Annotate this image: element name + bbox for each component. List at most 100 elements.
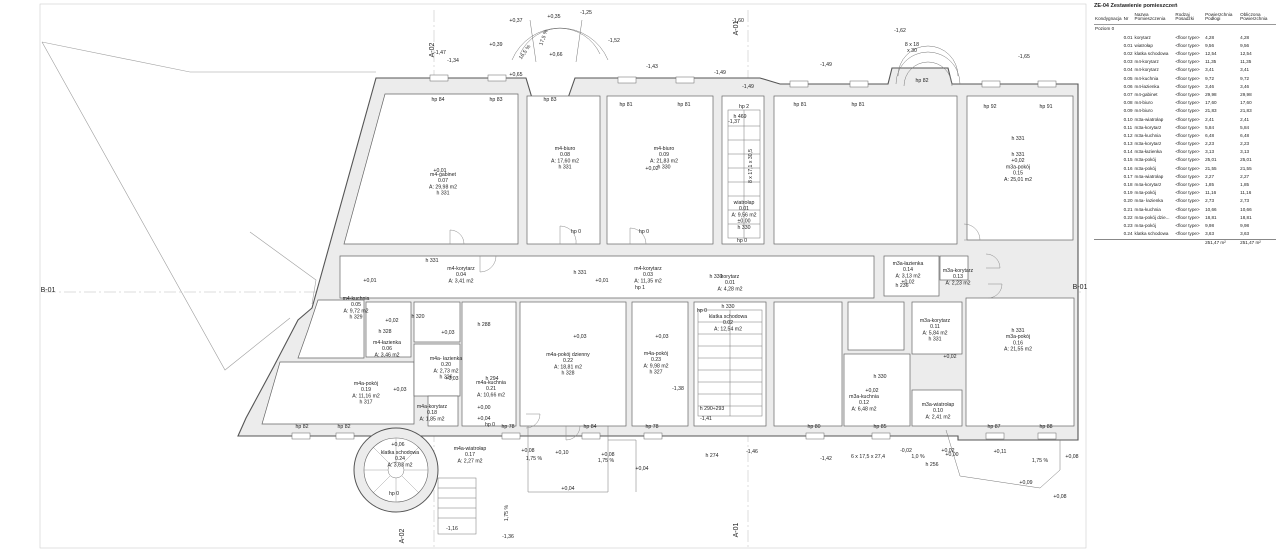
level-label: -1,43 (646, 64, 658, 70)
level-label: +0,10 (555, 450, 568, 456)
schedule-cell: 21,55 (1205, 165, 1217, 171)
schedule-cell: 5,84 (1240, 124, 1250, 130)
schedule-cell: 29,98 (1240, 91, 1252, 97)
schedule-cell (1133, 238, 1175, 248)
schedule-cell: 18,81 (1205, 214, 1217, 220)
schedule-cell: 10,66 (1240, 206, 1252, 212)
schedule-cell (1094, 149, 1123, 157)
axis-label: B-01 (41, 287, 56, 294)
door-swings (449, 223, 1003, 441)
room-label-line: +0,02 (1011, 158, 1024, 164)
room-label-line: h 326 (440, 375, 453, 381)
schedule-cell (1094, 132, 1123, 140)
window-marker (871, 432, 891, 440)
window-height-label: hp 84 (584, 424, 597, 430)
axis-label: A-01 (733, 523, 740, 538)
schedule-cell: <floor type> (1175, 132, 1200, 138)
schedule-cell (1094, 116, 1123, 124)
room-label-line: A: 4,28 m2 (717, 286, 742, 292)
level-label: -1,25 (580, 10, 592, 16)
schedule-cell: <floor type> (1175, 51, 1200, 57)
room-label-line: 0.19 (361, 387, 371, 393)
room-label-line: m4-gabinet (430, 172, 457, 178)
room-label-line: m3a-łazienka (893, 261, 924, 267)
schedule-cell: 9,98 (1205, 222, 1215, 228)
room-label-line: 0.08 (560, 152, 570, 158)
schedule-cell: 0.21 (1123, 206, 1133, 212)
room-label-line: m4a-pokój (644, 351, 668, 357)
room-label-line: m4-korytarz (634, 266, 662, 272)
schedule-cell: 0.22 (1123, 214, 1133, 220)
dimension-label: h 256 (926, 462, 939, 468)
window-height-label: hp 0 (697, 308, 707, 314)
schedule-cell (1094, 108, 1123, 116)
window-height-label: hp 81 (794, 102, 807, 108)
schedule-cell (1094, 99, 1123, 107)
axis-label: B-01 (1073, 284, 1088, 291)
room-label-line: m3a-pokój (1006, 164, 1030, 170)
schedule-cell (1094, 34, 1123, 42)
room-label-line: A: 3,63 m2 (387, 462, 412, 468)
schedule-cell: 11,16 (1240, 190, 1252, 196)
room-label-line: h 327 (650, 370, 663, 376)
schedule-cell: 5,84 (1205, 124, 1215, 130)
axis-label: A-01 (733, 21, 740, 36)
schedule-cell: 4,28 (1240, 34, 1250, 40)
schedule-cell: 0.04 (1123, 67, 1133, 73)
room-label-line: A: 21,55 m2 (1004, 347, 1032, 353)
dimension-label: 1,75 % (598, 458, 615, 464)
schedule-cell: 11,35 (1205, 59, 1217, 65)
schedule-cell: 17,60 (1205, 100, 1217, 106)
schedule-cell: 2,41 (1240, 116, 1250, 122)
level-label: +0,02 (943, 354, 956, 360)
schedule-cell: 3,46 (1240, 83, 1250, 89)
level-label: -1,46 (746, 449, 758, 455)
dimension-label: 17,5 % (538, 29, 549, 47)
schedule-cell: <floor type> (1175, 190, 1200, 196)
level-label: +0,02 (385, 318, 398, 324)
schedule-cell: 2,73 (1240, 198, 1250, 204)
schedule-cell: klatka schodowa (1134, 231, 1169, 237)
window-height-label: hp 82 (338, 424, 351, 430)
room-label-line: 0.21 (486, 386, 496, 392)
schedule-total-floor: 251,47 m² (1204, 238, 1240, 248)
room-label-line: klatka schodowa (709, 314, 747, 320)
room-label-line: 0.04 (456, 272, 466, 278)
level-label: +0,08 (1053, 494, 1066, 500)
room-label-line: A: 25,01 m2 (1004, 177, 1032, 183)
room-schedule: ZE-04 Zestawienie pomieszczeń Kondygnacj… (1094, 3, 1276, 248)
window-marker (849, 80, 869, 88)
schedule-cell: <floor type> (1175, 198, 1200, 204)
window-height-label: hp 82 (296, 424, 309, 430)
schedule-cell: 12,54 (1205, 51, 1217, 57)
schedule-cell: 0.19 (1123, 190, 1133, 196)
schedule-cell (1094, 206, 1123, 214)
dimension-label: 1,0 % (911, 454, 925, 460)
level-label: -1,34 (447, 58, 459, 64)
window-marker (335, 432, 355, 440)
window-marker (675, 76, 695, 84)
schedule-cell: <floor type> (1175, 91, 1200, 97)
window-height-label: hp 81 (852, 102, 865, 108)
room-label-line: 0.22 (563, 358, 573, 364)
level-label: +0,03 (655, 334, 668, 340)
schedule-cell: m3a-pokój (1134, 157, 1156, 163)
schedule-cell: 2,27 (1240, 173, 1250, 179)
room-label-line: h 331 (929, 337, 942, 343)
schedule-cell: 0.09 (1123, 108, 1133, 114)
room-label-line: m4a-pokój (354, 381, 378, 387)
level-label: +0,66 (549, 52, 562, 58)
level-label: +0,03 (573, 334, 586, 340)
schedule-cell: 0.12 (1123, 132, 1133, 138)
